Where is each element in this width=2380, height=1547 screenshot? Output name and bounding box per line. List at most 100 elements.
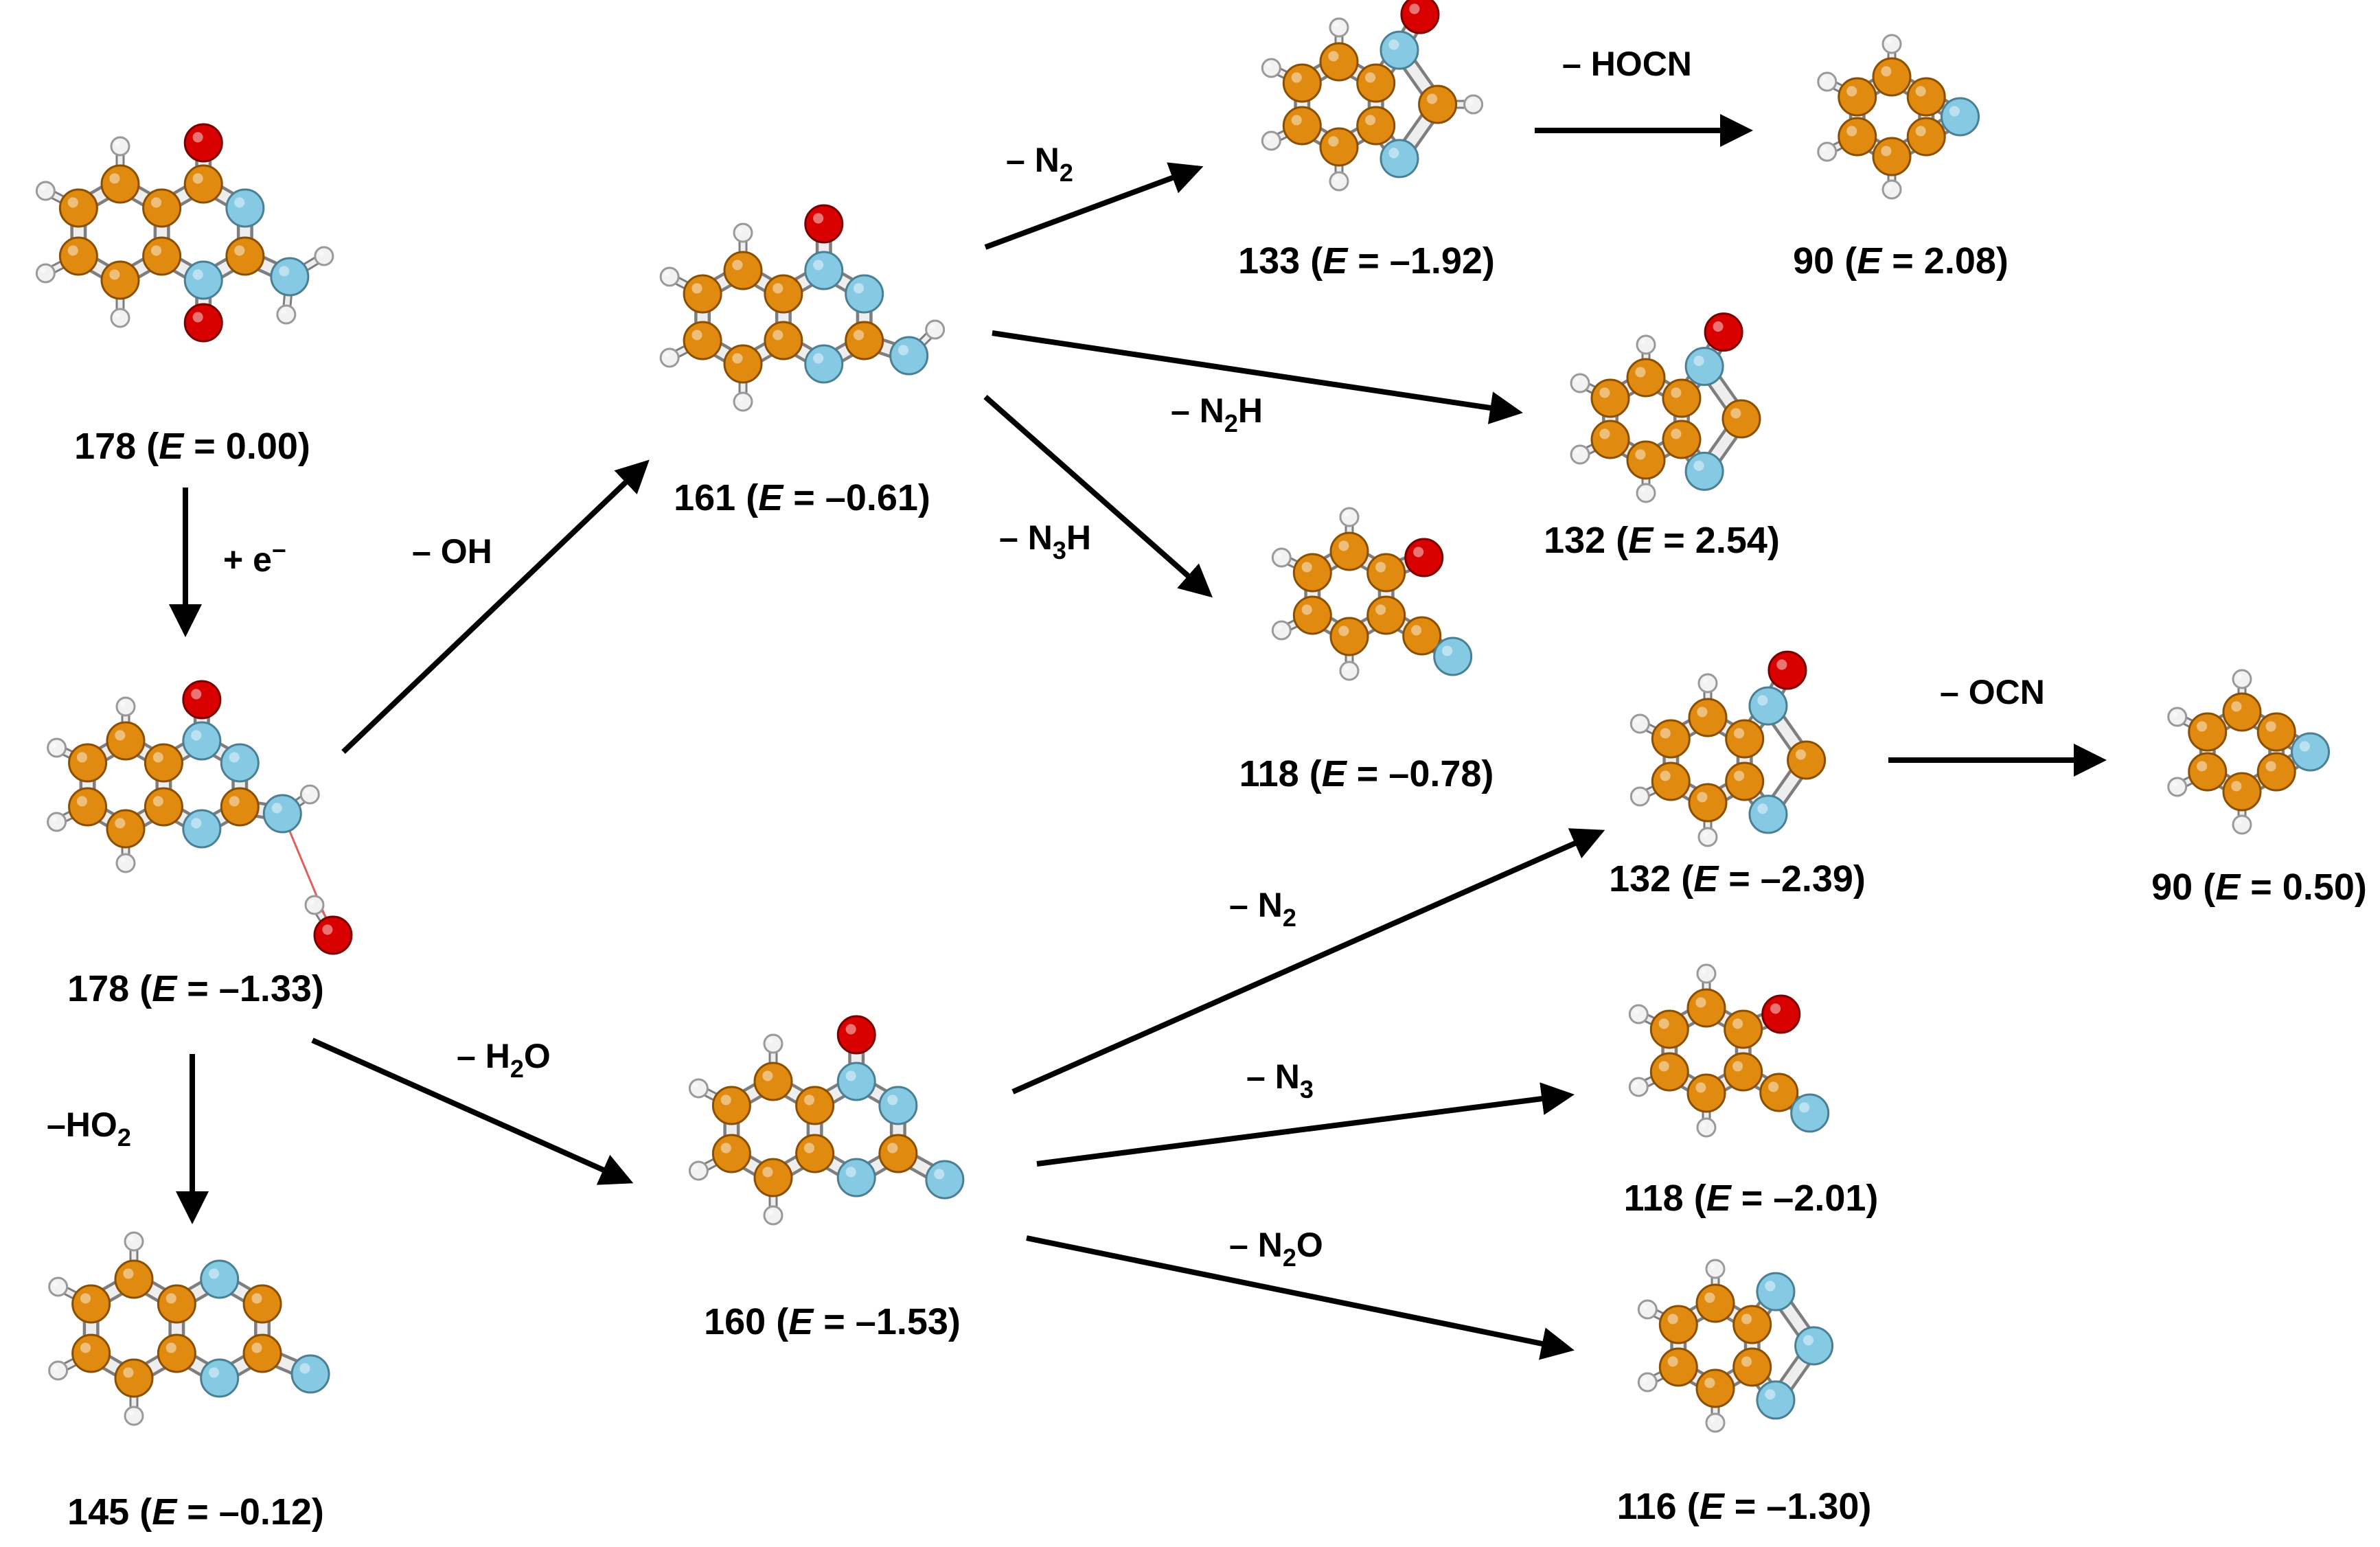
molecule-145 — [48, 1231, 330, 1426]
oxygen-atom-shine — [322, 924, 333, 935]
loss-label-electron: + e− — [223, 536, 286, 579]
carbon-atom-shine — [115, 818, 126, 829]
hydrogen-atom-shine — [115, 141, 120, 146]
nitrogen-atom-shine — [1757, 803, 1768, 814]
hydrogen-atom-shine — [1276, 625, 1282, 630]
carbon-atom-shine — [1695, 997, 1706, 1008]
molecule-90-lower — [2167, 669, 2331, 835]
loss-label-n2-upper: – N2 — [1006, 141, 1073, 187]
loss-label-n3h: – N3H — [999, 518, 1091, 564]
hydrogen-atom-shine — [1640, 488, 1646, 493]
carbon-atom-shine — [773, 330, 783, 341]
carbon-atom — [845, 321, 884, 360]
hydrogen-atom-shine — [1642, 1304, 1648, 1309]
carbon-atom — [683, 321, 722, 360]
carbon-atom-shine — [1734, 728, 1745, 739]
oxygen-atom-shine — [192, 132, 203, 143]
nitrogen-atom — [225, 188, 265, 228]
carbon-atom — [142, 236, 182, 276]
hydrogen-atom-shine — [319, 251, 324, 256]
carbon-atom-shine — [234, 245, 245, 256]
hydrogen-atom — [110, 308, 130, 328]
hydrogen-atom — [124, 1231, 144, 1252]
carbon-atom — [753, 1158, 793, 1198]
carbon-atom — [723, 344, 763, 384]
carbon-atom-shine — [123, 1268, 134, 1279]
carbon-atom — [711, 1134, 751, 1173]
carbon-atom — [2188, 752, 2228, 792]
carbon-atom-shine — [1635, 367, 1646, 378]
molecule-132-upper — [1570, 312, 1761, 503]
hydrogen-atom-shine — [128, 1236, 134, 1241]
carbon-atom — [1686, 1073, 1726, 1113]
hydrogen-atom — [276, 304, 297, 325]
loss-label-n3: – N3 — [1246, 1057, 1314, 1103]
hydrogen-atom-shine — [1344, 665, 1349, 671]
species-label-145: 145 (E = –0.12) — [67, 1491, 324, 1533]
hydrogen-atom — [1271, 547, 1292, 568]
nitrogen-atom-shine — [1693, 460, 1704, 471]
carbon-atom-shine — [2197, 721, 2208, 732]
hydrogen-atom-shine — [1640, 339, 1646, 345]
hydrogen-atom — [2167, 777, 2188, 797]
oxygen-atom — [183, 123, 223, 163]
hydrogen-atom-shine — [52, 742, 57, 748]
hydrogen-atom — [1817, 71, 1838, 92]
carbon-atom — [1759, 1073, 1799, 1112]
carbon-atom-shine — [1660, 770, 1671, 781]
molecule-178-neutral — [35, 123, 334, 343]
carbon-atom — [71, 1333, 111, 1373]
nitrogen-atom-shine — [229, 752, 240, 763]
molecule-118-lower — [1628, 963, 1830, 1138]
carbon-atom-shine — [773, 283, 783, 294]
species-label-178-neutral: 178 (E = 0.00) — [74, 426, 310, 467]
nitrogen-atom — [878, 1086, 918, 1125]
carbon-atom — [144, 787, 183, 827]
carbon-atom-shine — [1365, 72, 1376, 83]
nitrogen-atom-shine — [813, 353, 824, 364]
carbon-atom-shine — [720, 1143, 731, 1154]
hydrogen-atom — [763, 1205, 783, 1226]
hydrogen-atom — [35, 181, 56, 201]
species-label-178-anion: 178 (E = –1.33) — [67, 968, 324, 1009]
carbon-atom-shine — [1375, 562, 1386, 573]
carbon-atom-shine — [1795, 749, 1807, 760]
carbon-atom — [1651, 719, 1691, 759]
carbon-atom — [114, 1259, 154, 1299]
carbon-atom — [795, 1086, 835, 1125]
carbon-atom — [1695, 1368, 1735, 1408]
nitrogen-atom-shine — [813, 260, 824, 271]
nitrogen-atom-shine — [887, 1095, 898, 1105]
arrow-160-to-132 — [1011, 828, 1605, 1095]
carbon-atom — [1838, 77, 1877, 117]
hydrogen-atom — [1881, 179, 1902, 200]
hydrogen-atom-shine — [2236, 674, 2242, 679]
carbon-atom — [1402, 616, 1442, 656]
carbon-atom — [1418, 84, 1458, 124]
hydrogen-atom — [1705, 1259, 1726, 1279]
nitrogen-atom-shine — [1693, 355, 1704, 367]
molecule-145-atoms — [48, 1231, 330, 1426]
carbon-atom — [1787, 740, 1827, 780]
molecule-90-lower-atoms — [2167, 669, 2331, 835]
hydrogen-atom-shine — [2236, 819, 2242, 825]
oxygen-atom — [1704, 312, 1743, 352]
hydrogen-atom — [1339, 661, 1360, 681]
nitrogen-atom-shine — [1949, 106, 1960, 117]
nitrogen-atom — [1748, 686, 1788, 726]
nitrogen-atom-shine — [2299, 741, 2310, 752]
arrow-161-to-132 — [992, 330, 1523, 424]
hydrogen-atom-shine — [768, 1038, 773, 1044]
species-label-90-lower: 90 (E = 0.50) — [2151, 867, 2367, 908]
hydrogen-atom — [763, 1033, 783, 1054]
nitrogen-atom-shine — [192, 269, 203, 280]
carbon-atom-shine — [123, 1367, 134, 1378]
nitrogen-atom — [889, 336, 929, 376]
oxygen-atom — [836, 1015, 876, 1055]
hydrogen-atom — [299, 784, 320, 805]
hydrogen-atom-shine — [304, 789, 310, 794]
hydrogen-atom-shine — [2172, 781, 2177, 787]
carbon-atom-shine — [76, 796, 88, 807]
species-label-160: 160 (E = –1.53) — [704, 1301, 961, 1342]
hydrogen-atom-shine — [281, 309, 286, 314]
